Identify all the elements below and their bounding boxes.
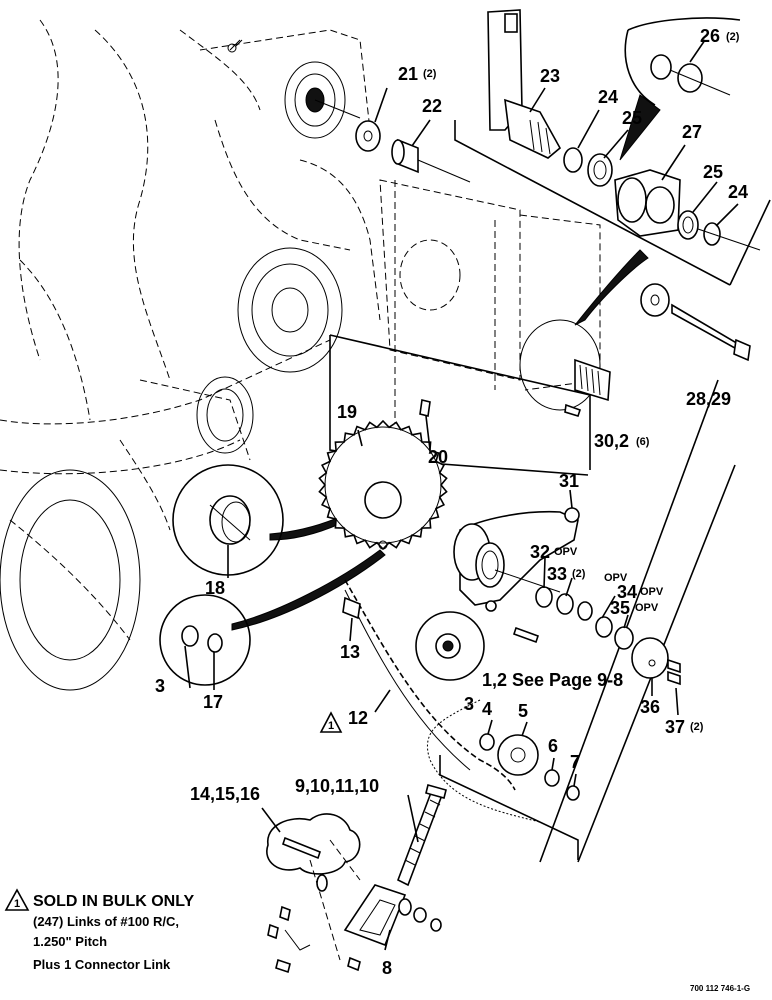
label-22: 22 bbox=[422, 96, 442, 116]
detail-circle-26 bbox=[624, 17, 741, 106]
part-6-spacer bbox=[544, 769, 560, 787]
label-34: 34 bbox=[617, 582, 637, 602]
label-triangle-1: 1 bbox=[328, 720, 334, 732]
note-line-1: (247) Links of #100 R/C, bbox=[33, 914, 179, 929]
note-line-2: 1.250" Pitch bbox=[33, 934, 107, 949]
note-triangle-icon bbox=[4, 888, 30, 911]
part-28-29-washer-bolt bbox=[640, 283, 751, 362]
part-22-spacer bbox=[391, 138, 471, 183]
label-25a: 25 bbox=[622, 108, 642, 128]
label-32-suffix: OPV bbox=[554, 546, 578, 558]
chain-return-dotted bbox=[427, 699, 541, 823]
label-33-qty: (2) bbox=[572, 568, 586, 580]
figure-code: 700 112 746-1-G bbox=[690, 984, 750, 993]
frame-bearing-upper bbox=[284, 61, 361, 139]
part-20-key bbox=[419, 399, 431, 417]
part-36-plate bbox=[631, 637, 669, 679]
detail-circle-18 bbox=[172, 464, 284, 576]
label-23: 23 bbox=[540, 66, 560, 86]
part-24-snapring-a bbox=[563, 147, 583, 173]
part-25-bearing-a bbox=[587, 153, 613, 187]
detail-circle-3-right bbox=[415, 611, 485, 681]
part-30-bearing-housing bbox=[519, 319, 611, 417]
callout-labels: 21 (2) 22 23 24 25 26 (2) 27 25 24 28,29… bbox=[155, 26, 748, 978]
label-35: 35 bbox=[610, 598, 630, 618]
machine-frame-outline bbox=[0, 19, 381, 641]
part-21-washer bbox=[355, 120, 381, 152]
label-9-10-11-10: 9,10,11,10 bbox=[295, 776, 379, 796]
note-marker: 1 bbox=[14, 898, 20, 910]
label-8: 8 bbox=[382, 958, 392, 978]
label-17: 17 bbox=[203, 692, 223, 712]
part-1-2-bolt bbox=[512, 626, 540, 644]
part-37-bolts bbox=[667, 658, 681, 686]
label-21-qty: (2) bbox=[423, 68, 437, 80]
label-30-2-qty: (6) bbox=[636, 436, 650, 448]
label-37: 37 bbox=[665, 717, 685, 737]
part-27-flange-housing bbox=[614, 169, 681, 237]
label-1-2-see-page: 1,2 See Page 9-8 bbox=[482, 670, 623, 690]
part-7-washer bbox=[566, 785, 580, 801]
frame-hub-lower bbox=[196, 376, 254, 454]
label-7: 7 bbox=[570, 752, 580, 772]
label-19: 19 bbox=[337, 402, 357, 422]
label-32: 32 bbox=[530, 542, 550, 562]
label-18: 18 bbox=[205, 578, 225, 598]
part-13-connector-link bbox=[342, 596, 361, 620]
part-31-idler-arm bbox=[453, 507, 580, 612]
label-28-29: 28,29 bbox=[686, 389, 731, 409]
label-21: 21 bbox=[398, 64, 418, 84]
note-line-3: Plus 1 Connector Link bbox=[33, 957, 171, 972]
label-14-15-16: 14,15,16 bbox=[190, 784, 260, 804]
label-31: 31 bbox=[559, 471, 579, 491]
label-12: 12 bbox=[348, 708, 368, 728]
label-36: 36 bbox=[640, 697, 660, 717]
part-5-idler-sprocket bbox=[497, 734, 539, 776]
part-4-bushing bbox=[479, 733, 495, 751]
part-26-rings bbox=[650, 54, 731, 96]
label-25b: 25 bbox=[703, 162, 723, 182]
label-24b: 24 bbox=[728, 182, 748, 202]
label-34-suffix: OPV bbox=[640, 586, 664, 598]
label-3b: 3 bbox=[464, 694, 474, 714]
detail-circle-3-17 bbox=[159, 594, 251, 686]
note-triangle-marker-1 bbox=[319, 711, 343, 733]
part-9-10-11-adjuster-rod bbox=[396, 784, 447, 887]
label-13: 13 bbox=[340, 642, 360, 662]
label-27: 27 bbox=[682, 122, 702, 142]
label-37-qty: (2) bbox=[690, 721, 704, 733]
part-23-shaft-arm bbox=[487, 9, 562, 159]
label-20: 20 bbox=[428, 447, 448, 467]
note-title: SOLD IN BULK ONLY bbox=[33, 893, 195, 910]
part-8-bracket bbox=[343, 884, 442, 947]
label-26: 26 bbox=[700, 26, 720, 46]
label-35-suffix: OPV bbox=[635, 602, 659, 614]
frame-hub-bottom-left bbox=[0, 469, 141, 691]
part-25-bearing-b bbox=[677, 210, 699, 240]
label-33-suffix: OPV bbox=[604, 572, 628, 584]
label-24a: 24 bbox=[598, 87, 618, 107]
frame-hub-middle bbox=[237, 247, 343, 373]
part-19-sprocket-large bbox=[318, 419, 448, 551]
part-24-snapring-b bbox=[697, 222, 761, 251]
label-33: 33 bbox=[547, 564, 567, 584]
label-26-qty: (2) bbox=[726, 31, 740, 43]
leader-lines bbox=[184, 39, 739, 951]
misc-hardware bbox=[267, 839, 361, 974]
label-3a: 3 bbox=[155, 676, 165, 696]
detail-cloud-14-15-16 bbox=[266, 813, 361, 875]
bulk-sale-note: 1 SOLD IN BULK ONLY (247) Links of #100 … bbox=[4, 888, 195, 972]
label-5: 5 bbox=[518, 701, 528, 721]
label-6: 6 bbox=[548, 736, 558, 756]
label-4: 4 bbox=[482, 699, 492, 719]
label-30-2: 30,2 bbox=[594, 431, 629, 451]
